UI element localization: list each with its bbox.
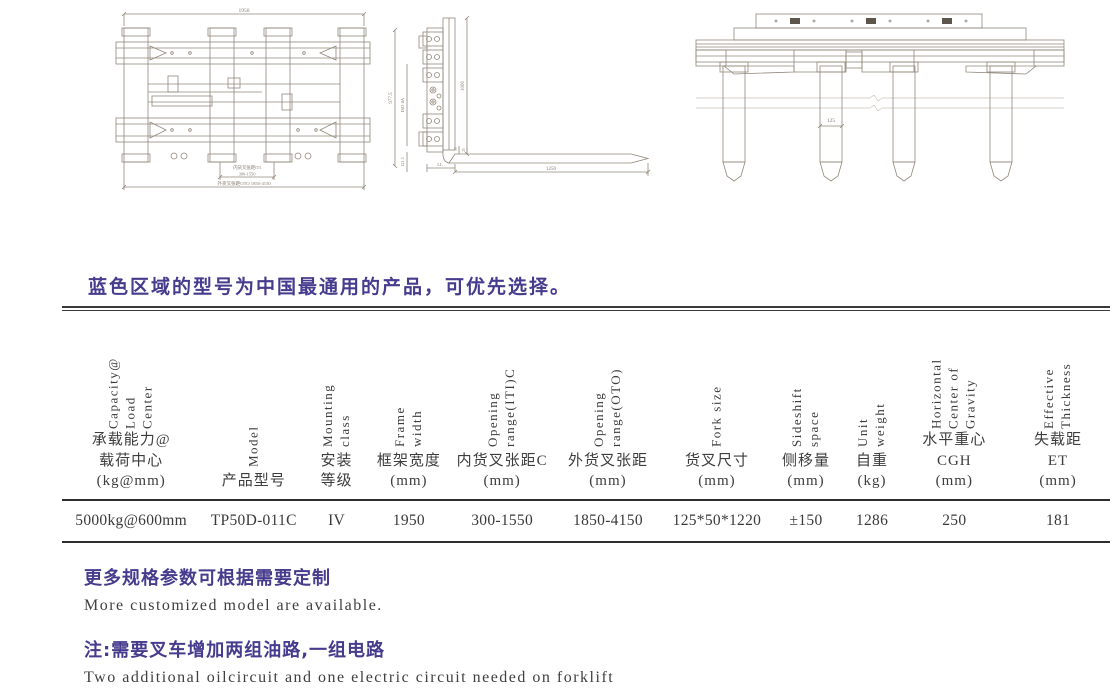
column-header-zh: 产品型号 — [221, 472, 286, 489]
cell-fork-size: 125*50*1220 — [672, 512, 762, 529]
side-blade-dim: 1250 — [546, 167, 557, 172]
column-header-zh: 水平重心 CGH (mm) — [922, 432, 987, 489]
column-header-en: Fork size — [708, 384, 724, 447]
column-header-opening-iti: Opening range(ITI)C 内货叉张距C (mm) — [452, 311, 553, 499]
column-header-cgh: Horizontal Center of Gravity 水平重心 CGH (m… — [902, 311, 1006, 499]
table-row: 5000kg@600mm TP50D-011C IV 1950 300-1550… — [62, 501, 1110, 541]
top-fork-width-dim: 125 — [827, 118, 836, 124]
column-header-en: Mounting class — [319, 383, 352, 447]
side-height-dim: 977.5 — [389, 92, 394, 104]
table-top-rule — [62, 306, 1110, 311]
column-header-unit-weight: Unit weight 自重 (kg) — [842, 311, 903, 499]
cell-unit-weight: 1286 — [855, 512, 889, 529]
column-header-en: Opening range(ITI)C — [485, 367, 518, 447]
cell-frame-width: 1950 — [392, 512, 425, 529]
column-header-mounting-class: Mounting class 安装 等级 — [307, 311, 366, 499]
cell-cgh: 250 — [942, 512, 967, 529]
column-header-effective-thickness: Effective Thickness 失载距 ET (mm) — [1006, 311, 1110, 499]
top-view-drawing: 125 — [695, 13, 1065, 182]
custom-note-en: More customized model are available. — [84, 597, 383, 614]
circuit-note-zh: 注:需要叉车增加两组油路,一组电路 — [84, 640, 386, 661]
column-header-en: Effective Thickness — [1041, 362, 1074, 429]
column-header-en: Model — [245, 425, 261, 467]
column-header-en: Unit weight — [855, 402, 888, 447]
column-header-en: Sideshift space — [789, 386, 822, 447]
column-header-en: Opening range(OTO) — [591, 367, 623, 447]
column-header-capacity: Capacity@ Load Center 承载能力@ 载荷中心 (kg@mm) — [62, 311, 200, 499]
column-header-zh: 外货叉张距 (mm) — [567, 452, 648, 489]
table-bottom-rule — [62, 541, 1110, 543]
side-ll-dim: LL — [437, 162, 443, 167]
side-vertical-dim: 1000 — [461, 81, 466, 92]
front-width-dim: 1950 — [239, 8, 250, 14]
table-header-row: Capacity@ Load Center 承载能力@ 载荷中心 (kg@mm)… — [62, 311, 1110, 499]
column-header-en: Capacity@ Load Center — [105, 356, 155, 429]
cell-sideshift-space: ±150 — [789, 512, 823, 529]
front-iti-label: 内货叉张距ITI — [233, 164, 261, 171]
column-header-en: Frame width — [391, 405, 424, 447]
circuit-note: 注:需要叉车增加两组油路,一组电路 Two additional oilcirc… — [84, 636, 614, 687]
custom-note: 更多规格参数可根据需要定制 More customized model are … — [84, 564, 383, 615]
cell-opening-oto: 1850-4150 — [573, 512, 643, 529]
circuit-note-en: Two additional oilcircuit and one electr… — [84, 669, 615, 686]
column-header-zh: 安装 等级 — [320, 452, 353, 489]
custom-note-zh: 更多规格参数可根据需要定制 — [84, 568, 331, 589]
cell-model: TP50D-011C — [210, 512, 297, 529]
side-heel-bottom-dim: 25 — [462, 148, 466, 152]
column-header-fork-size: Fork size 货叉尺寸 (mm) — [664, 311, 771, 499]
column-header-zh: 货叉尺寸 (mm) — [684, 452, 749, 489]
cell-mounting-class: IV — [328, 512, 346, 529]
cell-capacity: 5000kg@600mm — [75, 512, 188, 529]
table-header-rule — [62, 499, 1110, 501]
front-view-drawing: 1950 内货叉张距ITI 300-1550 外货叉张距OTO 1850-415… — [115, 8, 371, 190]
column-header-zh: 侧移量 (mm) — [782, 452, 831, 489]
column-header-frame-width: Frame width 框架宽度 (mm) — [366, 311, 452, 499]
column-header-en: Horizontal Center of Gravity — [928, 358, 978, 429]
column-header-model: Model 产品型号 — [200, 311, 307, 499]
column-header-zh: 承载能力@ 载荷中心 (kg@mm) — [91, 432, 171, 489]
side-view-drawing: 977.5 ISO 4A 121.5 1000 50 25 LL 1250 — [389, 15, 651, 176]
side-offset-dim: 121.5 — [400, 157, 405, 166]
column-header-zh: 自重 (kg) — [856, 452, 889, 489]
priority-notice: 蓝色区域的型号为中国最通用的产品，可优先选择。 — [88, 276, 572, 298]
spec-table: Capacity@ Load Center 承载能力@ 载荷中心 (kg@mm)… — [62, 306, 1110, 543]
column-header-zh: 失载距 ET (mm) — [1034, 432, 1083, 489]
front-oto-label: 外货叉张距OTO 1850-4150 — [217, 180, 271, 187]
front-iti-value: 300-1550 — [239, 172, 257, 177]
cell-effective-thickness: 181 — [1045, 512, 1071, 529]
side-iso-dim: ISO 4A — [400, 97, 405, 112]
column-header-opening-oto: Opening range(OTO) 外货叉张距 (mm) — [552, 311, 663, 499]
column-header-zh: 内货叉张距C (mm) — [456, 452, 548, 489]
side-heel-top-dim: 50 — [454, 147, 458, 151]
column-header-zh: 框架宽度 (mm) — [376, 452, 441, 489]
cell-opening-iti: 300-1550 — [471, 512, 534, 529]
column-header-sideshift-space: Sideshift space 侧移量 (mm) — [770, 311, 841, 499]
